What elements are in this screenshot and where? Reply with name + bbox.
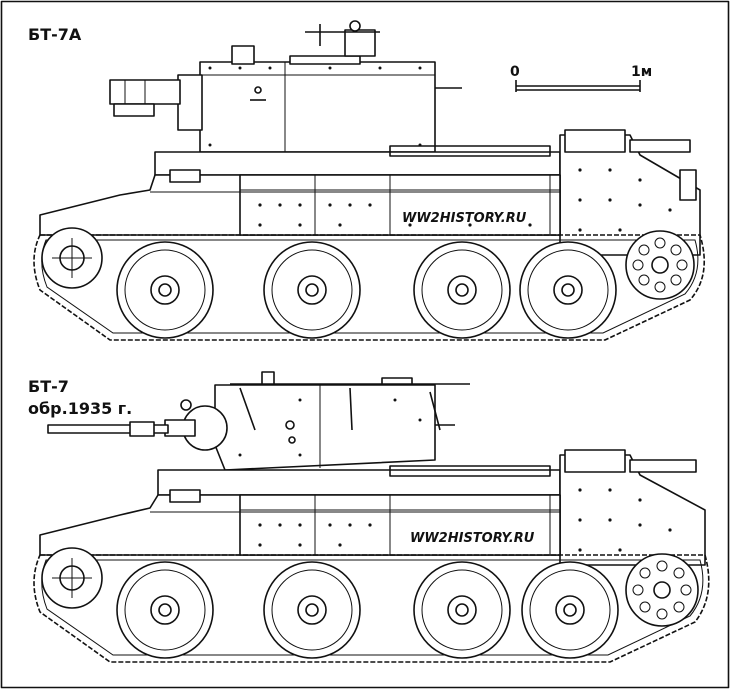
bottom-road-wheels	[41, 547, 699, 659]
bottom-turret	[47, 371, 470, 471]
scale-one-label: 1м	[631, 64, 652, 80]
top-tank-drawing: WW2HISTORY.RU	[33, 20, 706, 341]
scale-bar: 0 1м	[510, 64, 652, 92]
bottom-watermark: WW2HISTORY.RU	[410, 531, 535, 546]
top-road-wheels	[41, 227, 695, 339]
bottom-hull	[39, 449, 706, 566]
top-tank-title: БТ-7А	[28, 25, 82, 44]
bottom-tank-title-line2: обр.1935 г.	[28, 399, 132, 418]
bottom-tank-drawing: WW2HISTORY.RU	[33, 371, 710, 663]
top-turret	[109, 20, 462, 153]
top-watermark: WW2HISTORY.RU	[402, 211, 527, 226]
top-hull	[39, 129, 701, 256]
scale-zero-label: 0	[510, 64, 520, 80]
bottom-tank-title-line1: БТ-7	[28, 377, 69, 396]
